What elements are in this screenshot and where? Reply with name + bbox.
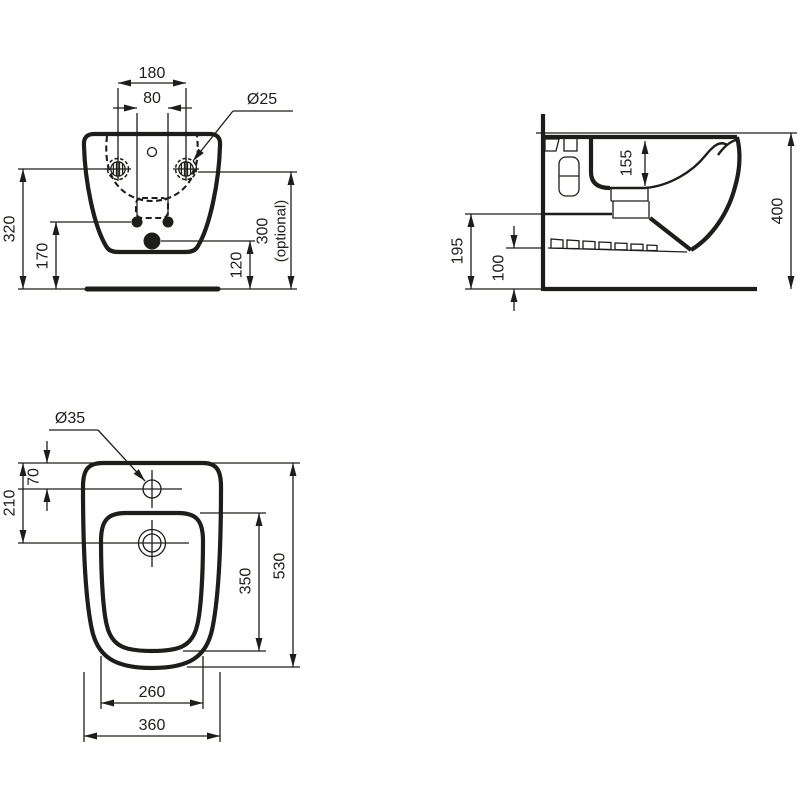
- dim-label-195: 195: [450, 238, 467, 265]
- fixing-detail-upper: [563, 135, 578, 152]
- dim-120: 120: [229, 241, 254, 289]
- hole-clearance-dashed: [106, 157, 130, 181]
- hidden-drain-channel: [134, 196, 170, 220]
- dim-label-80: 80: [143, 90, 161, 107]
- dim-label-100: 100: [491, 255, 508, 282]
- front-view: 180 80 Ø25 320 170 300 (optional) 120: [2, 65, 297, 292]
- bowl-inner-curve: [644, 142, 728, 190]
- overflow-hole: [146, 146, 158, 158]
- waste-outlet: [143, 232, 161, 250]
- dim-label-260: 260: [139, 684, 166, 701]
- hole-outline: [110, 161, 126, 177]
- hole-clearance-dashed: [174, 157, 198, 181]
- drain-recess: [610, 188, 649, 202]
- dim-320: 320: [2, 169, 27, 289]
- rim-inner-edge: [717, 138, 737, 156]
- dim-label-300: 300: [255, 218, 272, 245]
- dim-dia25-callout: Ø25: [192, 91, 293, 162]
- bidet-rear-profile: [689, 136, 742, 252]
- bowl-plan-outline: [98, 510, 206, 654]
- wall-section-detail: [544, 138, 560, 152]
- dim-label-320: 320: [2, 216, 19, 243]
- water-inlet-right: [162, 216, 174, 228]
- drain-inner: [142, 533, 162, 553]
- drain-spud: [612, 201, 650, 219]
- dim-80: 80: [113, 90, 192, 112]
- hidden-bowl-outline: [105, 135, 199, 203]
- dim-label-optional: (optional): [273, 200, 290, 263]
- dim-210: 210: [2, 463, 27, 543]
- drain-outer: [137, 528, 167, 558]
- dim-label-dia35: Ø35: [55, 410, 85, 427]
- dim-label-400: 400: [770, 198, 787, 225]
- bidet-plan-outline: [80, 460, 224, 671]
- dim-360: 360: [83, 672, 221, 742]
- dim-label-360: 360: [139, 717, 166, 734]
- bidet-front-outline: [81, 131, 223, 255]
- bidet-bottom-slant: [648, 216, 693, 252]
- dim-530: 530: [187, 463, 300, 668]
- dim-label-70: 70: [26, 468, 43, 486]
- fixing-hole-right: [173, 157, 199, 181]
- dim-label-155: 155: [619, 150, 636, 177]
- bracket-teeth: [547, 238, 688, 253]
- hole-outline: [178, 161, 194, 177]
- dim-260: 260: [100, 656, 204, 709]
- dim-350: 350: [183, 512, 266, 652]
- dim-label-dia25: Ø25: [247, 91, 277, 108]
- dim-180: 180: [118, 65, 186, 87]
- dim-label-530: 530: [272, 553, 289, 580]
- dim-300-optional: 300 (optional): [255, 172, 295, 289]
- dim-label-120: 120: [229, 252, 246, 279]
- dim-400: 400: [770, 133, 795, 289]
- water-inlet-left: [131, 216, 143, 228]
- dim-195: 195: [450, 214, 475, 289]
- fixing-hole-left: [105, 157, 131, 181]
- tap-hole: [142, 479, 162, 499]
- dim-label-350: 350: [238, 568, 255, 595]
- dim-dia35-callout: Ø35: [49, 410, 146, 482]
- dim-label-170: 170: [35, 243, 52, 270]
- bowl-front-wall: [588, 139, 611, 191]
- dim-label-210: 210: [2, 490, 19, 517]
- dim-170: 170: [35, 222, 60, 289]
- dim-70: 70: [26, 441, 51, 511]
- dim-label-180: 180: [139, 65, 166, 82]
- dim-100: 100: [491, 226, 518, 311]
- side-view: 155 400 195 100: [450, 114, 797, 311]
- dim-155: 155: [619, 141, 649, 186]
- plan-view: Ø35 210 70 530 350 260: [2, 410, 300, 742]
